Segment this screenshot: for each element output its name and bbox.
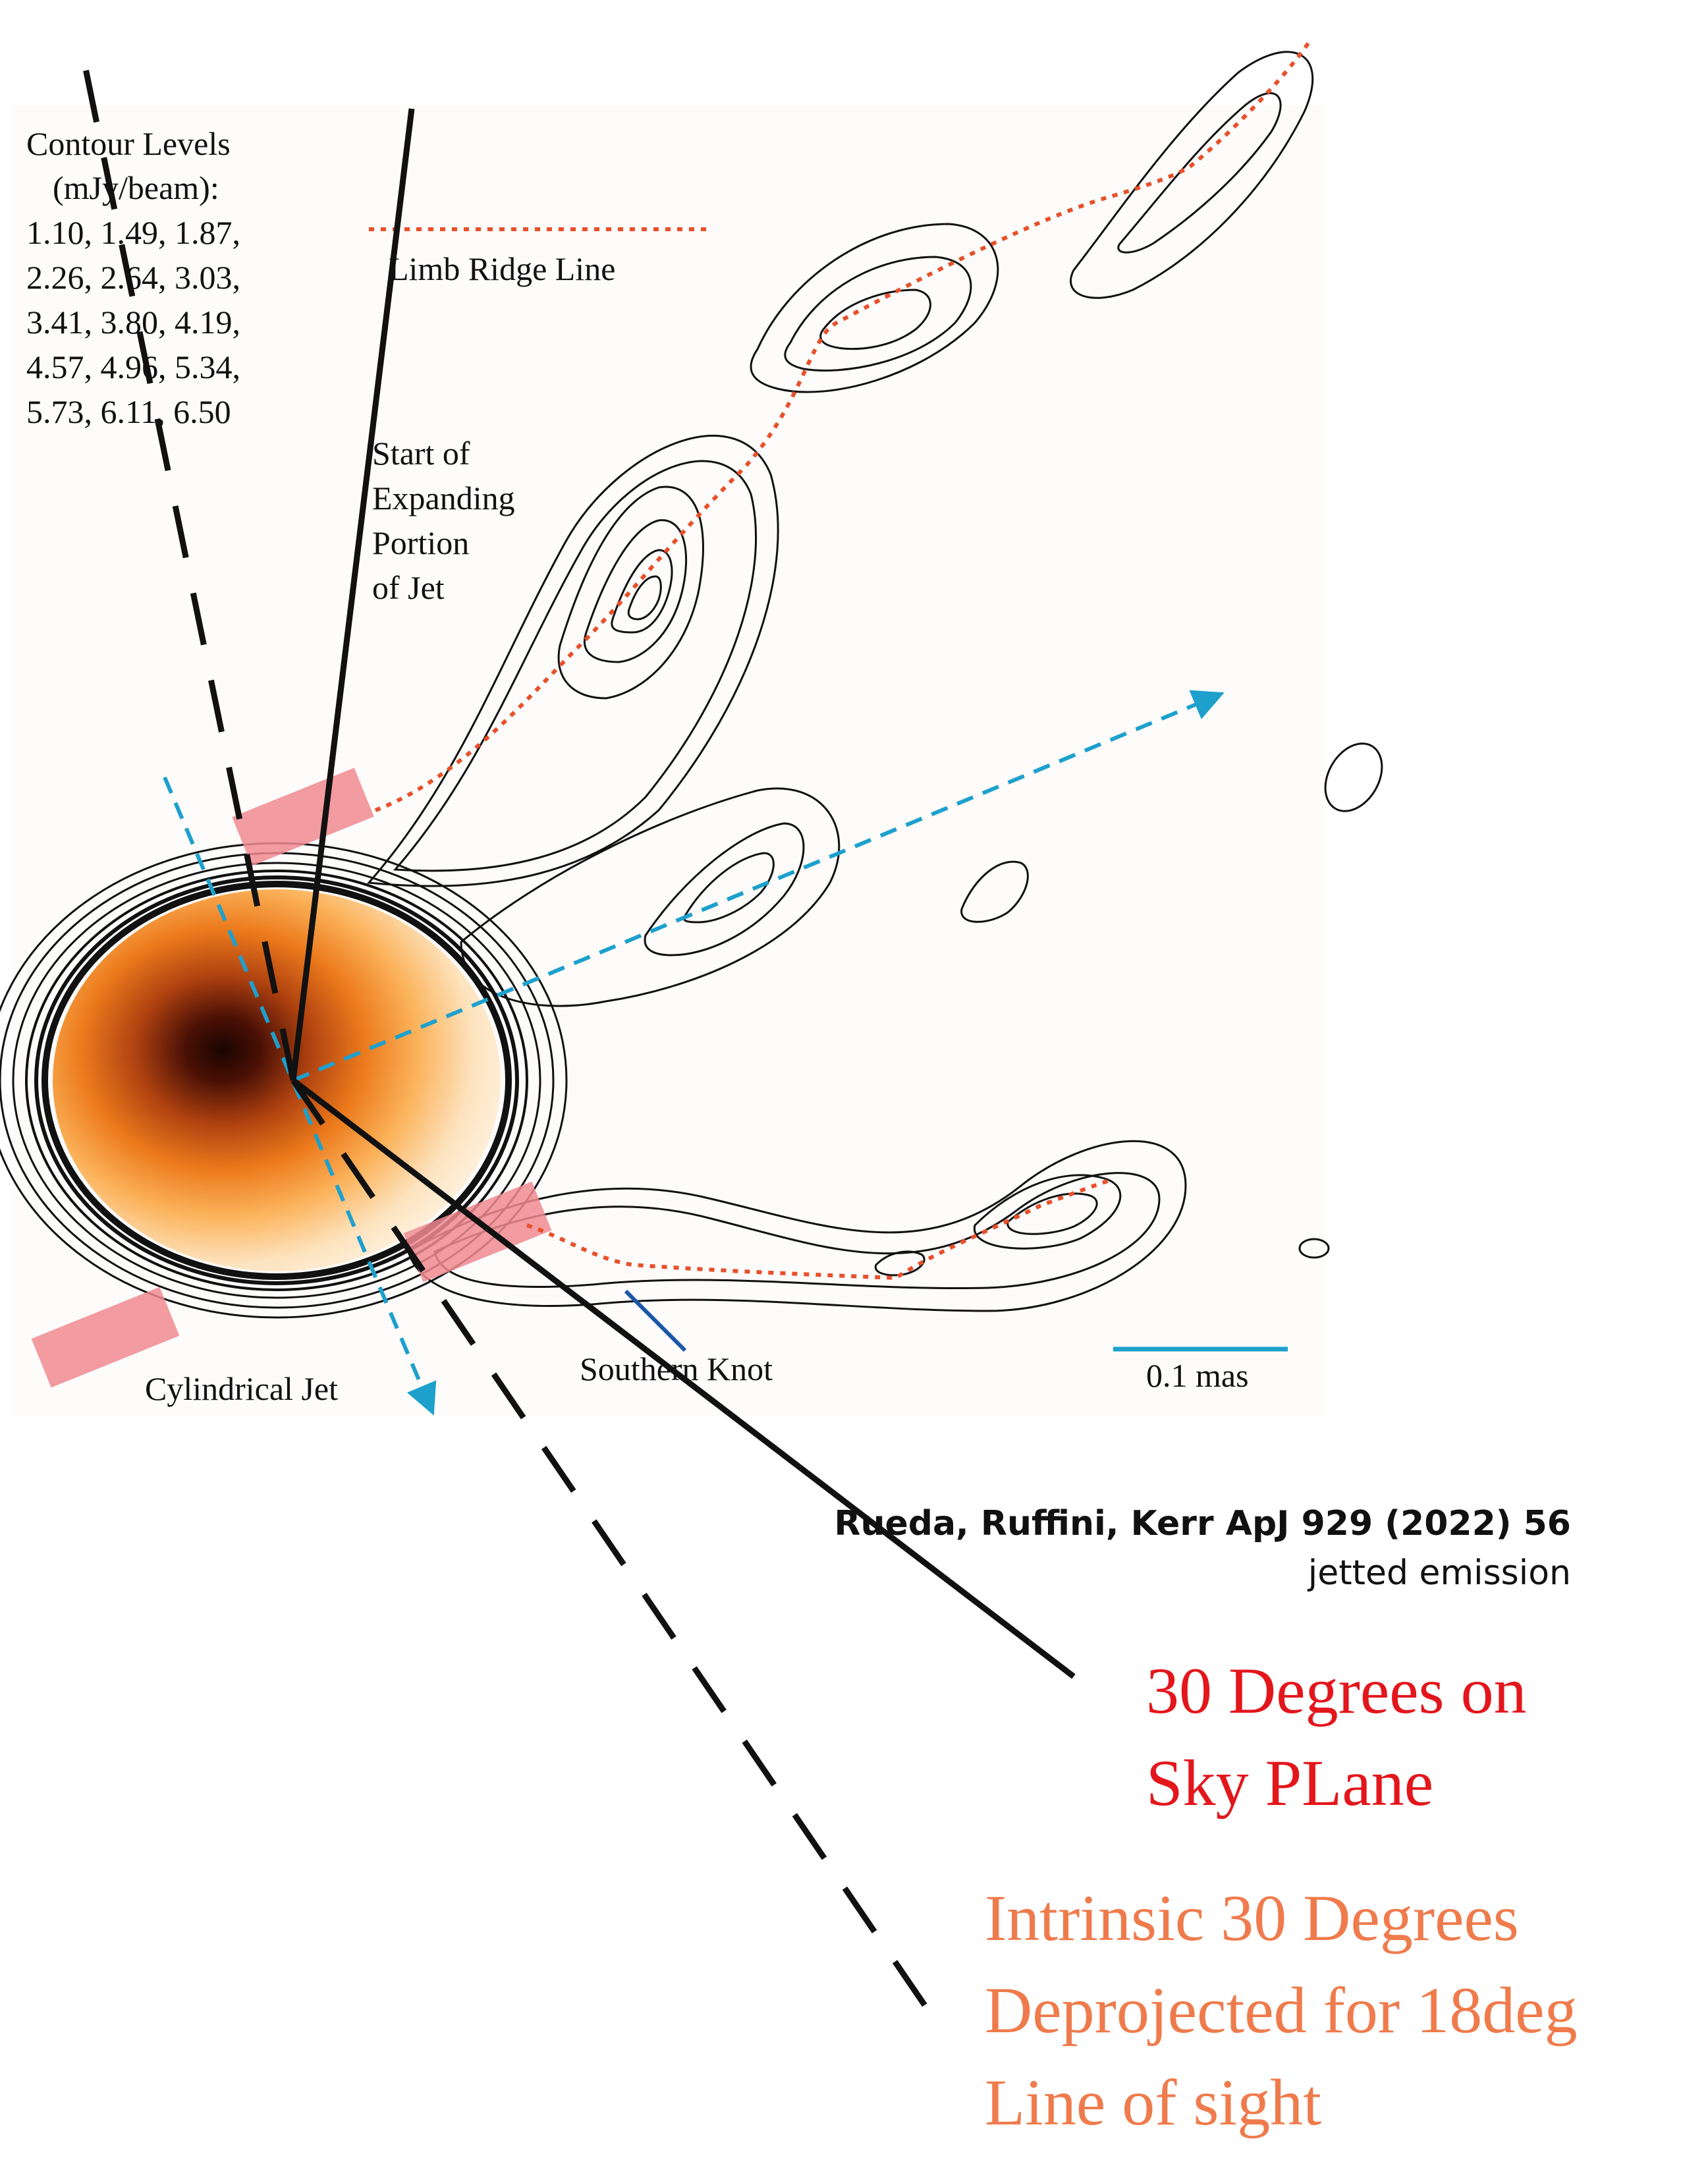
angle-lines-dashed — [79, 52, 941, 2028]
axis-arrows — [163, 690, 1225, 1416]
angle-lines-solid — [290, 108, 1076, 1679]
contour-blob-a-1 — [750, 223, 999, 393]
contour-group-middle — [460, 742, 1383, 1259]
southern-knot-marker — [624, 1289, 687, 1352]
contour-mid-3 — [682, 852, 775, 924]
legend-row-4: 4.57, 4.96, 5.34, — [26, 348, 240, 385]
halo-ring-6 — [41, 881, 512, 1280]
halo-ring-4 — [25, 870, 528, 1291]
halo-ring-5 — [34, 875, 519, 1285]
label-limb-ridge: Limb Ridge Line — [389, 250, 615, 287]
label-expanding-3: Portion — [372, 524, 469, 561]
citation-line-2: jetted emission — [1308, 1553, 1571, 1593]
sky-plane-line-2: Sky PLane — [1146, 1746, 1433, 1819]
legend-row-3: 3.41, 3.80, 4.19, — [26, 304, 240, 341]
core-image — [53, 889, 501, 1271]
contour-north-6 — [627, 575, 662, 621]
contour-south-4 — [1006, 1192, 1098, 1235]
legend-row-5: 5.73, 6.11, 6.50 — [26, 393, 231, 430]
contour-north-5 — [611, 549, 673, 634]
ridge-south — [526, 1177, 1114, 1281]
legend-title: Contour Levels — [26, 125, 231, 162]
contour-mid-1 — [460, 787, 840, 1007]
contour-south-2 — [433, 1172, 1161, 1290]
contour-south-1 — [407, 1140, 1187, 1312]
contour-blob-a-2 — [784, 256, 972, 372]
sky-plane-annotation: 30 Degrees on Sky PLane — [1146, 1654, 1527, 1819]
ridge-north — [374, 38, 1313, 812]
intrinsic-annotation: Intrinsic 30 Degrees Deprojected for 18d… — [985, 1881, 1578, 2139]
contour-mid-2 — [644, 822, 805, 956]
contour-blob-a-3 — [819, 289, 931, 350]
contour-north-3 — [557, 485, 704, 700]
dashed-line-south-east — [290, 1078, 941, 2028]
legend-row-1: 1.10, 1.49, 1.87, — [26, 214, 240, 251]
contour-isolated-1 — [1324, 742, 1383, 812]
highlight-box-south — [403, 1181, 552, 1283]
citation: Rueda, Ruffini, Kerr ApJ 929 (2022) 56 j… — [834, 1504, 1571, 1593]
label-cylindrical-jet: Cylindrical Jet — [145, 1370, 338, 1407]
contour-north-4 — [584, 519, 688, 663]
limb-ridge-lines — [369, 38, 1313, 1281]
legend-units: (mJy/beam): — [53, 169, 219, 206]
contour-group-north-jet — [366, 434, 779, 887]
label-southern-knot: Southern Knot — [580, 1350, 773, 1387]
contour-south-3 — [974, 1174, 1122, 1250]
contour-group-southern-jet — [407, 1140, 1187, 1312]
contour-blob-b-2 — [1117, 92, 1282, 254]
contour-legend: Contour Levels (mJy/beam): 1.10, 1.49, 1… — [26, 125, 240, 430]
contour-isolated-2 — [1298, 1238, 1330, 1259]
label-expanding-4: of Jet — [372, 569, 445, 606]
contour-north-2 — [393, 460, 758, 872]
sky-plane-line-1: 30 Degrees on — [1146, 1654, 1527, 1727]
solid-line-south-east — [291, 1078, 1076, 1679]
diagram-labels: Limb Ridge Line Start of Expanding Porti… — [145, 250, 1249, 1407]
citation-line-1: Rueda, Ruffini, Kerr ApJ 929 (2022) 56 — [834, 1504, 1571, 1543]
highlight-boxes — [31, 767, 552, 1388]
axis-arrow-south — [163, 776, 437, 1416]
highlight-box-north — [232, 767, 374, 866]
legend-row-2: 2.26, 2.64, 3.03, — [26, 259, 240, 296]
highlight-box-legend — [31, 1287, 180, 1388]
contour-mid-4 — [960, 860, 1029, 923]
label-expanding-1: Start of — [372, 435, 470, 472]
solid-line-north — [290, 108, 415, 1081]
contour-blob-b-1 — [1070, 51, 1314, 299]
contour-group-upper-blobs — [750, 51, 1314, 393]
contour-north-1 — [366, 434, 779, 887]
label-expanding-2: Expanding — [372, 480, 515, 516]
intrinsic-line-1: Intrinsic 30 Degrees — [985, 1881, 1519, 1954]
axis-arrow-north-east — [292, 690, 1225, 1082]
intrinsic-line-3: Line of sight — [985, 2066, 1321, 2139]
intrinsic-line-2: Deprojected for 18deg — [985, 1974, 1578, 2047]
label-scale-bar: 0.1 mas — [1146, 1357, 1249, 1394]
halo-ring-3 — [12, 862, 541, 1299]
